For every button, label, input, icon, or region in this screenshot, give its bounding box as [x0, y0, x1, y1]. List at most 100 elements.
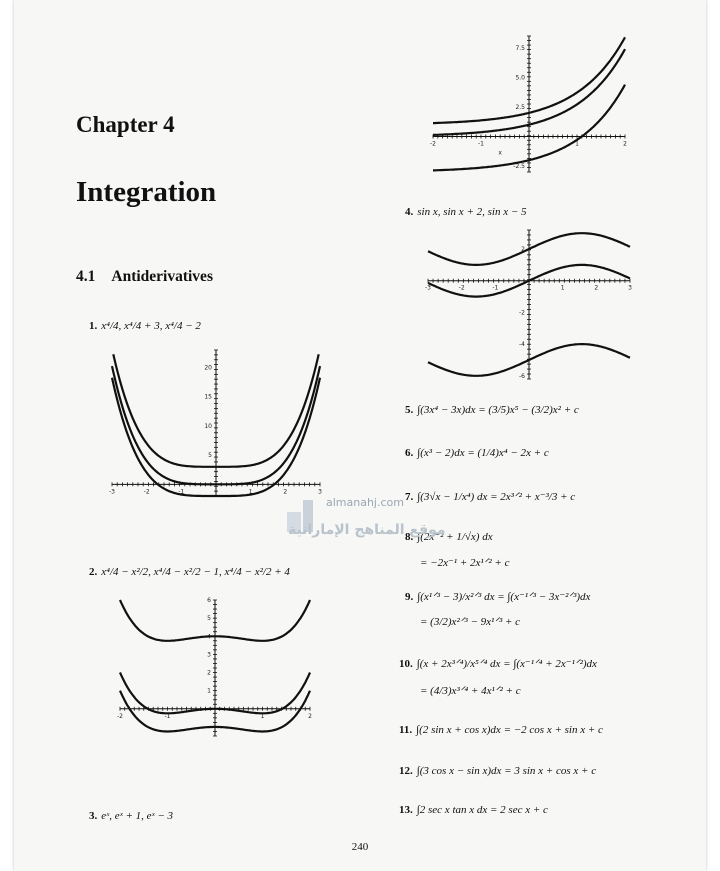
problem-text: eˣ, eˣ + 1, eˣ − 3: [101, 810, 174, 822]
y-tick-label: 5.0: [515, 74, 525, 81]
equation-number: 7.: [405, 491, 414, 503]
problem-2-label: 2.x⁴/4 − x²/2, x⁴/4 − x²/2 − 1, x⁴/4 − x…: [89, 566, 290, 578]
y-tick-label: -6: [519, 373, 525, 380]
series-line-3: [427, 343, 631, 377]
x-tick-label: 2: [623, 141, 627, 148]
problem-number: 2.: [89, 566, 98, 578]
equation-text: ∫(2 sin x + cos x)dx = −2 cos x + sin x …: [416, 724, 603, 736]
equation-8-line-2: = −2x⁻¹ + 2x¹ᐟ² + c: [420, 557, 510, 569]
y-tick-label: -2.5: [513, 163, 525, 170]
section-number: 4.1: [76, 268, 96, 285]
y-tick-label: 10: [204, 423, 212, 430]
equation-text: ∫(2x⁻² + 1/√x) dx: [417, 531, 493, 543]
problem-text: sin x, sin x + 2, sin x − 5: [417, 206, 527, 218]
equation-9: 9.∫(x¹ᐟ³ − 3)/x²ᐟ³ dx = ∫(x⁻¹ᐟ³ − 3x⁻²ᐟ³…: [405, 590, 590, 603]
equation-5: 5.∫(3x⁴ − 3x)dx = (3/5)x⁵ − (3/2)x² + c: [405, 404, 579, 416]
y-tick-label: 5: [208, 452, 212, 459]
textbook-page: [14, 0, 706, 871]
series-line-1: [427, 263, 631, 298]
watermark-arabic: موقع المناهج الإماراتية: [288, 522, 446, 538]
equation-12: 12.∫(3 cos x − sin x)dx = 3 sin x + cos …: [399, 765, 596, 777]
y-tick-label: 2: [521, 246, 525, 253]
x-tick-label: -2: [144, 488, 150, 495]
y-tick-label: -4: [519, 341, 525, 348]
series-line-2: [119, 690, 311, 733]
x-tick-label: 1: [561, 285, 565, 292]
graph-problem-1: -3 -2 -1 1 2 3 5 10 15 20: [109, 349, 322, 498]
x-tick-label: -3: [109, 488, 115, 495]
problem-number: 4.: [405, 206, 414, 218]
equation-number: 9.: [405, 591, 414, 603]
equation-10-line-2: = (4/3)x³ᐟ⁴ + 4x¹ᐟ² + c: [420, 685, 521, 697]
series-line-2: [427, 232, 631, 266]
y-tick-label: 5: [207, 615, 211, 622]
problem-number: 3.: [89, 810, 98, 822]
x-tick-label: 3: [318, 488, 322, 495]
equation-10: 10.∫(x + 2x³ᐟ⁴)/x⁵ᐟ⁴ dx = ∫(x⁻¹ᐟ⁴ + 2x⁻¹…: [399, 657, 597, 670]
series-line-1: [118, 672, 312, 715]
equation-text: ∫(3 cos x − sin x)dx = 3 sin x + cos x +…: [416, 765, 597, 777]
equation-text: ∫(x³ − 2)dx = (1/4)x⁴ − 2x + c: [417, 447, 549, 459]
y-tick-label: 2.5: [515, 104, 525, 111]
y-tick-label: 3: [207, 651, 211, 658]
graph-problem-4: -3 -2 -1 1 2 3 2 -2 -4 -6: [425, 229, 632, 380]
watermark-logo-icon: [287, 500, 313, 532]
series-line-2: [112, 354, 320, 468]
x-tick-label: -1: [492, 285, 498, 292]
x-tick-label: 2: [308, 713, 312, 720]
y-tick-label: 6: [207, 597, 211, 604]
x-tick-label: -2: [430, 141, 436, 148]
y-tick-label: 15: [204, 394, 212, 401]
x-tick-label: -1: [178, 488, 184, 495]
series-line-2: [433, 36, 626, 125]
x-tick-label: 2: [594, 285, 598, 292]
series-line-3: [110, 377, 322, 498]
x-tick-label: 2: [283, 488, 287, 495]
equation-number: 12.: [399, 765, 413, 777]
problem-text: x⁴/4, x⁴/4 + 3, x⁴/4 − 2: [101, 320, 201, 332]
problem-3-label: 3.eˣ, eˣ + 1, eˣ − 3: [89, 810, 173, 822]
equation-text: ∫2 sec x tan x dx = 2 sec x + c: [416, 804, 548, 816]
y-tick-label: -2: [519, 309, 525, 316]
problem-1-label: 1.x⁴/4, x⁴/4 + 3, x⁴/4 − 2: [89, 320, 201, 332]
x-tick-label: -2: [117, 713, 123, 720]
equation-8: 8.∫(2x⁻² + 1/√x) dx: [405, 530, 493, 543]
problem-number: 1.: [89, 320, 98, 332]
chapter-heading: Chapter 4: [76, 112, 175, 137]
x-tick-label: 1: [261, 713, 265, 720]
watermark-site: almanahj.com: [326, 496, 404, 509]
x-tick-label: -3: [425, 285, 431, 292]
problem-4-label: 4.sin x, sin x + 2, sin x − 5: [405, 206, 527, 218]
equation-text: ∫(x + 2x³ᐟ⁴)/x⁵ᐟ⁴ dx = ∫(x⁻¹ᐟ⁴ + 2x⁻¹ᐟ²)…: [416, 658, 597, 670]
chapter-title: Integration: [76, 176, 217, 208]
x-tick-label: 1: [249, 488, 253, 495]
series-line-1: [433, 48, 626, 136]
y-tick-label: 20: [204, 365, 212, 372]
x-tick-label: 3: [628, 285, 632, 292]
equation-6: 6.∫(x³ − 2)dx = (1/4)x⁴ − 2x + c: [405, 447, 549, 459]
equation-number: 6.: [405, 447, 414, 459]
y-tick-label: 1: [207, 688, 211, 695]
series-line-3: [433, 84, 626, 172]
section-title: Antiderivatives: [111, 268, 213, 285]
x-tick-label: -1: [165, 713, 171, 720]
equation-7: 7.∫(3√x − 1/x⁴) dx = 2x³ᐟ² + x⁻³/3 + c: [405, 490, 575, 503]
equation-number: 13.: [399, 804, 413, 816]
equation-number: 5.: [405, 404, 414, 416]
equation-number: 11.: [399, 724, 413, 736]
x-tick-label: -2: [459, 285, 465, 292]
equation-9-line-2: = (3/2)x²ᐟ³ − 9x¹ᐟ³ + c: [420, 616, 521, 628]
problem-text: x⁴/4 − x²/2, x⁴/4 − x²/2 − 1, x⁴/4 − x²/…: [101, 566, 290, 578]
x-axis-label: x: [498, 150, 502, 157]
x-tick-label: -1: [478, 141, 484, 148]
equation-text: ∫(3√x − 1/x⁴) dx = 2x³ᐟ² + x⁻³/3 + c: [417, 491, 576, 503]
equation-number: 10.: [399, 658, 413, 670]
x-tick-label: 1: [575, 141, 579, 148]
section-heading: 4.1 Antiderivatives: [76, 268, 213, 286]
equation-13: 13.∫2 sec x tan x dx = 2 sec x + c: [399, 804, 548, 816]
equation-number: 8.: [405, 531, 414, 543]
y-tick-label: 2: [207, 670, 211, 677]
equation-11: 11.∫(2 sin x + cos x)dx = −2 cos x + sin…: [399, 724, 603, 736]
